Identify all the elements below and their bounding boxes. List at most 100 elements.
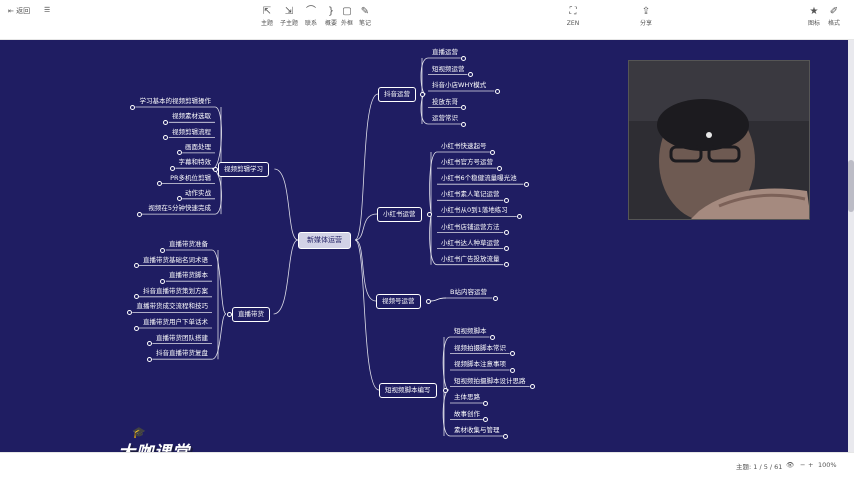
icon-panel-button[interactable]: ★ 图标	[807, 6, 820, 27]
zen-mode-button[interactable]: ⛶ ZEN	[566, 6, 580, 27]
subtopic-expand-toggle[interactable]	[170, 165, 175, 171]
branch-collapse-toggle[interactable]	[425, 298, 431, 304]
subtopic-expand-toggle[interactable]	[483, 400, 489, 406]
subtopic[interactable]: 视频脚本注意事项	[454, 360, 506, 368]
mindmap-canvas[interactable]: 新媒体运营抖音运营直播运营短视频运营抖音小店WHY模式投放东哥运营常识小红书运营…	[0, 40, 854, 452]
subtopic[interactable]: 视频素材选取	[172, 112, 211, 121]
subtopic[interactable]: 直播带货成交流程和技巧	[136, 302, 209, 311]
subtopic-expand-toggle[interactable]	[160, 247, 166, 253]
branch-topic[interactable]: 视频号运营	[376, 294, 421, 309]
subtopic[interactable]: 抖音小店WHY模式	[432, 81, 487, 89]
subtopic-expand-toggle[interactable]	[163, 119, 169, 125]
branch-topic[interactable]: 直播带货	[232, 307, 270, 322]
eye-icon[interactable]: 👁	[786, 461, 795, 469]
subtopic-expand-toggle[interactable]	[133, 325, 139, 331]
subtopic[interactable]: 小红书素人笔记运营	[441, 190, 500, 199]
branch-topic[interactable]: 视频剪辑学习	[218, 162, 269, 177]
subtopic-expand-toggle[interactable]	[517, 213, 523, 219]
subtopic-expand-toggle[interactable]	[133, 294, 139, 300]
subtopic[interactable]: 视频剪辑流程	[172, 127, 211, 136]
branch-collapse-toggle[interactable]	[226, 311, 232, 317]
branch-topic[interactable]: 抖音运营	[378, 87, 416, 102]
subtopic[interactable]: 抖音直播带货复盘	[156, 349, 208, 358]
scrollbar-thumb[interactable]	[848, 160, 854, 212]
subtopic[interactable]: PR多机位剪辑	[170, 173, 211, 182]
subtopic[interactable]: 运营常识	[432, 114, 458, 122]
subtopic[interactable]: 小红书广告投放流量	[441, 254, 500, 263]
subtopic-expand-toggle[interactable]	[503, 262, 509, 268]
subtopic-expand-toggle[interactable]	[136, 211, 142, 217]
subtopic[interactable]: 小红书店铺运营方法	[441, 222, 500, 231]
subtopic-expand-toggle[interactable]	[146, 356, 152, 362]
subtopic[interactable]: 小红书从0到1落地练习	[441, 206, 508, 215]
menu-button[interactable]: ☰	[44, 6, 50, 14]
subtopic[interactable]: 短视频拍摄脚本设计思路	[454, 376, 526, 385]
back-button[interactable]: ⇤ 返回	[8, 7, 31, 15]
subtopic[interactable]: 短视频脚本	[454, 327, 487, 335]
subtopic[interactable]: 直播带货用户下单话术	[143, 318, 208, 326]
vertical-scrollbar[interactable]	[848, 40, 854, 452]
subtopic[interactable]: 直播运营	[432, 48, 458, 56]
subtopic[interactable]: 动作实战	[185, 188, 211, 197]
subtopic[interactable]: 直播带货脚本	[169, 271, 208, 280]
subtopic-expand-toggle[interactable]	[523, 181, 529, 187]
subtopic-expand-toggle[interactable]	[156, 181, 162, 186]
subtopic-expand-toggle[interactable]	[461, 105, 467, 110]
subtopic-expand-toggle[interactable]	[146, 341, 152, 347]
subtopic-expand-toggle[interactable]	[492, 295, 498, 301]
share-button[interactable]: ⇪ 分享	[639, 6, 652, 27]
subtopic[interactable]: 小红书快速起号	[441, 142, 487, 150]
subtopic[interactable]: 小红书达人种草运营	[441, 238, 500, 247]
subtopic[interactable]: 小红书6个稳健流量曝光池	[441, 174, 517, 183]
toolbar-note-button[interactable]: ✎笔记	[358, 6, 371, 27]
subtopic-expand-toggle[interactable]	[503, 230, 509, 235]
subtopic-expand-toggle[interactable]	[129, 104, 135, 110]
subtopic-expand-toggle[interactable]	[503, 197, 509, 203]
subtopic[interactable]: 主体思路	[454, 393, 480, 401]
subtopic-expand-toggle[interactable]	[503, 246, 509, 252]
subtopic[interactable]: B站内容运营	[450, 288, 487, 296]
zoom-out-icon[interactable]: −	[800, 461, 806, 469]
subtopic-expand-toggle[interactable]	[176, 196, 182, 202]
toolbar-summary-button[interactable]: }概要	[324, 6, 337, 27]
subtopic-expand-toggle[interactable]	[461, 121, 467, 127]
subtopic-expand-toggle[interactable]	[461, 55, 467, 61]
subtopic[interactable]: 投放东哥	[432, 97, 458, 106]
subtopic-expand-toggle[interactable]	[503, 433, 509, 439]
subtopic-expand-toggle[interactable]	[494, 88, 500, 94]
subtopic-expand-toggle[interactable]	[497, 165, 503, 171]
toolbar-boundary-button[interactable]: ▢外框	[340, 6, 353, 27]
branch-collapse-toggle[interactable]	[443, 387, 449, 393]
toolbar-cursor-button[interactable]: ⇱主题	[260, 6, 273, 27]
subtopic[interactable]: 学习基本的视频剪辑操作	[139, 97, 212, 105]
subtopic[interactable]: 素材收集与管理	[454, 426, 500, 434]
subtopic-expand-toggle[interactable]	[530, 384, 536, 389]
subtopic[interactable]: 短视频运营	[432, 64, 465, 73]
subtopic[interactable]: 直播带货准备	[169, 240, 208, 248]
subtopic-expand-toggle[interactable]	[133, 263, 139, 269]
subtopic-expand-toggle[interactable]	[510, 351, 516, 356]
subtopic[interactable]: 画面处理	[185, 142, 211, 151]
zoom-in-icon[interactable]: +	[808, 461, 814, 469]
branch-collapse-toggle[interactable]	[420, 91, 426, 97]
subtopic-expand-toggle[interactable]	[490, 149, 496, 155]
subtopic-expand-toggle[interactable]	[126, 309, 132, 315]
subtopic[interactable]: 视频拍摄脚本常识	[454, 343, 506, 352]
subtopic-expand-toggle[interactable]	[483, 417, 489, 422]
subtopic[interactable]: 小红书官方号运营	[441, 158, 493, 167]
subtopic-expand-toggle[interactable]	[163, 135, 169, 141]
branch-collapse-toggle[interactable]	[426, 211, 432, 217]
subtopic[interactable]: 字幕和特效	[178, 158, 212, 167]
toolbar-subtopic-button[interactable]: ⇲子主题	[279, 6, 298, 27]
subtopic-expand-toggle[interactable]	[510, 367, 516, 373]
subtopic[interactable]: 故事创作	[454, 409, 480, 418]
branch-topic[interactable]: 小红书运营	[377, 207, 422, 222]
zoom-level[interactable]: 100%	[818, 461, 837, 469]
subtopic-expand-toggle[interactable]	[468, 72, 473, 77]
toolbar-relation-button[interactable]: ⌒联系	[304, 6, 317, 27]
format-panel-button[interactable]: ✐ 格式	[827, 6, 840, 27]
subtopic-expand-toggle[interactable]	[176, 150, 182, 156]
subtopic-expand-toggle[interactable]	[490, 334, 495, 340]
subtopic[interactable]: 视频在5分钟快速完成	[148, 204, 211, 213]
branch-topic[interactable]: 短视频脚本编写	[379, 383, 437, 398]
